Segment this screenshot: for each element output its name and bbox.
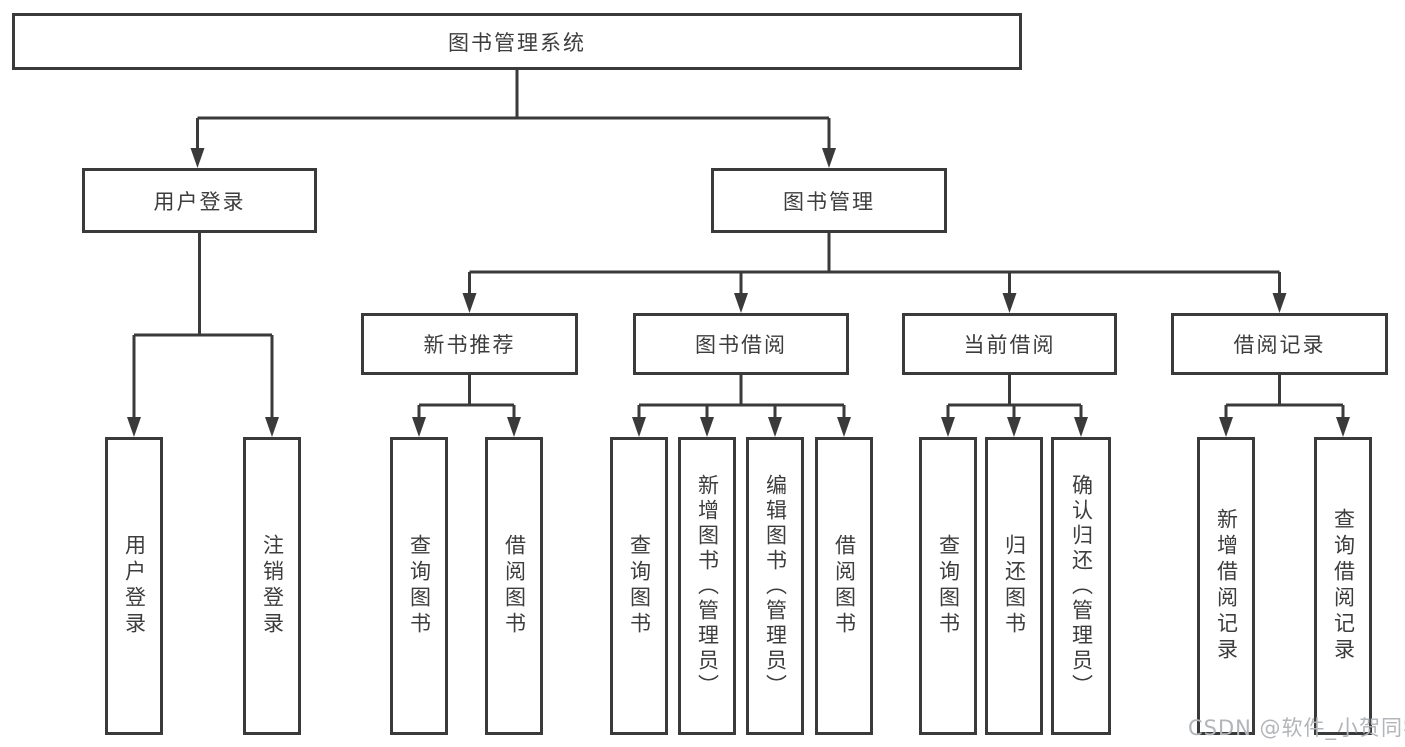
node-leaf-user-login: 用户登录	[105, 437, 163, 735]
node-borrow-record: 借阅记录	[1171, 313, 1388, 375]
node-current-borrow: 当前借阅	[902, 313, 1117, 375]
connector-book-borrow	[637, 375, 846, 421]
node-user-login: 用户登录	[82, 168, 317, 233]
arrowhead-icon	[768, 417, 782, 437]
arrowhead-icon	[700, 417, 714, 437]
arrowhead-icon	[507, 417, 521, 437]
connector-current-borrow	[946, 375, 1083, 421]
node-leaf-query-record-label: 查询借阅记录	[1331, 508, 1356, 664]
node-leaf-borrow-book-1: 借阅图书	[485, 437, 543, 735]
node-book-mgmt: 图书管理	[711, 168, 947, 233]
node-new-book-rec: 新书推荐	[361, 313, 578, 375]
node-leaf-query-book-1-label: 查询图书	[407, 534, 432, 638]
arrowhead-icon	[1219, 417, 1233, 437]
node-leaf-add-book-label: 新增图书（管理员）	[695, 473, 720, 699]
node-leaf-edit-book: 编辑图书（管理员）	[746, 437, 804, 735]
node-leaf-borrow-book-1-label: 借阅图书	[502, 534, 527, 638]
node-leaf-query-book-2: 查询图书	[610, 437, 668, 735]
node-book-mgmt-label: 图书管理	[783, 189, 875, 214]
arrowhead-icon	[822, 148, 836, 168]
node-current-borrow-label: 当前借阅	[963, 333, 1056, 357]
connector-borrow-record	[1224, 375, 1345, 421]
node-leaf-add-book: 新增图书（管理员）	[678, 437, 736, 735]
node-leaf-add-record-label: 新增借阅记录	[1214, 508, 1239, 664]
node-root: 图书管理系统	[12, 13, 1022, 70]
node-root-label: 图书管理系统	[448, 30, 586, 55]
node-leaf-confirm-return-label: 确认归还（管理员）	[1069, 473, 1094, 699]
node-leaf-query-book-3: 查询图书	[919, 437, 977, 735]
node-leaf-query-record: 查询借阅记录	[1314, 437, 1372, 735]
arrowhead-icon	[265, 417, 279, 437]
node-leaf-logout: 注销登录	[243, 437, 301, 735]
node-leaf-add-record: 新增借阅记录	[1197, 437, 1255, 735]
node-leaf-edit-book-label: 编辑图书（管理员）	[763, 473, 788, 699]
node-leaf-borrow-book-2: 借阅图书	[815, 437, 873, 735]
node-leaf-query-book-3-label: 查询图书	[936, 534, 961, 638]
arrowhead-icon	[632, 417, 646, 437]
node-leaf-user-login-label: 用户登录	[122, 534, 147, 638]
node-user-login-label: 用户登录	[153, 189, 246, 214]
arrowhead-icon	[190, 148, 205, 168]
connector-root	[196, 70, 831, 152]
arrowhead-icon	[837, 417, 851, 437]
arrowhead-icon	[1002, 293, 1017, 313]
node-leaf-return-book: 归还图书	[985, 437, 1043, 735]
connector-new-book-rec	[417, 375, 516, 421]
node-leaf-query-book-1: 查询图书	[390, 437, 448, 735]
arrowhead-icon	[1007, 417, 1021, 437]
arrowhead-icon	[941, 417, 955, 437]
arrowhead-icon	[1272, 293, 1287, 313]
node-borrow-record-label: 借阅记录	[1233, 333, 1326, 357]
arrowhead-icon	[1074, 417, 1088, 437]
node-leaf-return-book-label: 归还图书	[1002, 534, 1027, 638]
node-book-borrow: 图书借阅	[633, 313, 849, 375]
arrowhead-icon	[734, 293, 748, 313]
connector-book-mgmt	[468, 233, 1281, 297]
arrowhead-icon	[462, 293, 477, 313]
node-book-borrow-label: 图书借阅	[695, 333, 787, 357]
node-leaf-borrow-book-2-label: 借阅图书	[832, 534, 857, 638]
node-leaf-confirm-return: 确认归还（管理员）	[1051, 437, 1111, 735]
arrowhead-icon	[127, 417, 141, 437]
node-new-book-rec-label: 新书推荐	[423, 333, 516, 357]
csdn-watermark: CSDN @软件_小贺同学	[1188, 716, 1405, 740]
node-leaf-query-book-2-label: 查询图书	[627, 534, 652, 638]
arrowhead-icon	[1336, 417, 1350, 437]
node-leaf-logout-label: 注销登录	[260, 534, 285, 638]
arrowhead-icon	[412, 417, 426, 437]
connector-user-login	[132, 233, 274, 421]
